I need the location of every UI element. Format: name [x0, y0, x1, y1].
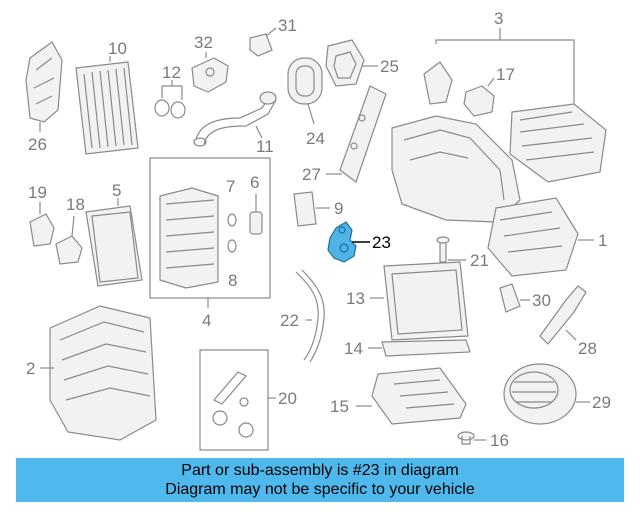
part-20-group: 20 — [199, 349, 297, 451]
part-17: 17 — [463, 65, 515, 117]
callout-16: 16 — [490, 431, 509, 450]
part-13: 13 — [346, 261, 469, 341]
part-11: 11 — [193, 91, 277, 156]
info-banner: Part or sub-assembly is #23 in diagram D… — [16, 458, 624, 502]
callout-25: 25 — [380, 57, 399, 76]
callout-27: 27 — [302, 165, 321, 184]
part-2: 2 — [26, 305, 157, 441]
part-29: 29 — [503, 363, 611, 425]
callout-5: 5 — [112, 181, 121, 200]
callout-30: 30 — [532, 291, 551, 310]
part-23-highlighted: 23 — [327, 221, 391, 263]
part-5: 5 — [85, 181, 143, 287]
callout-22: 22 — [280, 311, 299, 330]
callout-17: 17 — [496, 65, 515, 84]
callout-9: 9 — [334, 199, 343, 218]
callout-11: 11 — [256, 137, 274, 156]
parts-diagram: 26 10 12 32 31 11 24 — [25, 9, 611, 451]
callout-1: 1 — [598, 231, 607, 250]
part-18: 18 — [55, 195, 85, 265]
part-12: 12 — [154, 63, 186, 119]
callout-28: 28 — [578, 339, 597, 358]
callout-23: 23 — [372, 233, 391, 252]
part-3-housing: 3 1 — [391, 9, 607, 277]
part-10: 10 — [75, 39, 139, 155]
part-19: 19 — [28, 183, 55, 247]
part-25: 25 — [325, 39, 399, 87]
part-6: 6 — [249, 173, 263, 235]
part-31: 31 — [249, 16, 297, 57]
part-28: 28 — [539, 285, 597, 358]
callout-8: 8 — [228, 271, 237, 290]
callout-6: 6 — [250, 173, 259, 192]
callout-4: 4 — [202, 311, 211, 330]
callout-7: 7 — [226, 177, 235, 196]
part-24: 24 — [287, 57, 325, 148]
part-4-group: 4 — [149, 157, 271, 330]
callout-21: 21 — [470, 251, 489, 270]
part-32: 32 — [191, 33, 229, 93]
callout-10: 10 — [108, 39, 127, 58]
banner-line-1: Part or sub-assembly is #23 in diagram — [181, 462, 459, 479]
part-21: 21 — [436, 236, 489, 270]
part-27: 27 — [302, 85, 387, 184]
callout-26: 26 — [28, 135, 47, 154]
part-30: 30 — [499, 283, 551, 313]
callout-3: 3 — [494, 9, 503, 28]
callout-13: 13 — [346, 289, 365, 308]
part-22: 22 — [280, 269, 325, 363]
callout-14: 14 — [344, 339, 363, 358]
callout-18: 18 — [66, 195, 85, 214]
part-9: 9 — [293, 191, 343, 227]
callout-12: 12 — [162, 63, 181, 82]
callout-20: 20 — [278, 389, 297, 408]
callout-19: 19 — [28, 183, 47, 202]
callout-31: 31 — [278, 16, 297, 35]
callout-29: 29 — [592, 393, 611, 412]
part-16: 16 — [457, 431, 509, 450]
callout-15: 15 — [330, 397, 349, 416]
callout-32: 32 — [194, 33, 213, 52]
callout-24: 24 — [306, 129, 325, 148]
part-7-8: 7 8 — [226, 177, 237, 290]
part-14: 14 — [344, 339, 471, 358]
part-15: 15 — [330, 367, 467, 425]
callout-2: 2 — [26, 359, 35, 378]
banner-line-2: Diagram may not be specific to your vehi… — [165, 481, 475, 498]
part-3-bracket — [423, 61, 453, 105]
part-26: 26 — [25, 41, 63, 154]
